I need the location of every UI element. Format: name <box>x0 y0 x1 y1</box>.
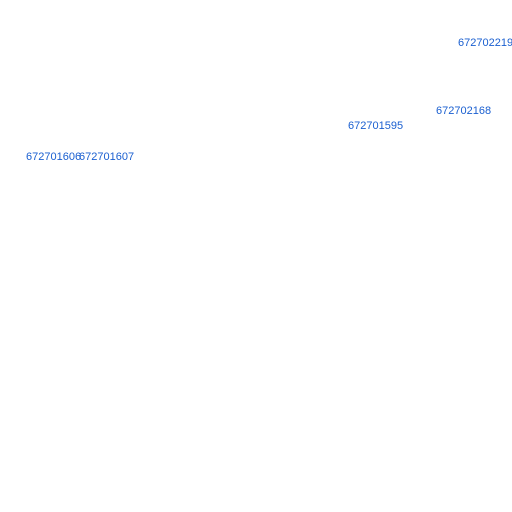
node-label[interactable]: 672701595 <box>348 120 404 132</box>
node-label[interactable]: 672702168 <box>436 105 492 117</box>
node-label[interactable]: 672701606 <box>26 151 82 163</box>
node-label[interactable]: 672702219 <box>458 37 512 49</box>
node-label[interactable]: 672701607 <box>79 151 135 163</box>
